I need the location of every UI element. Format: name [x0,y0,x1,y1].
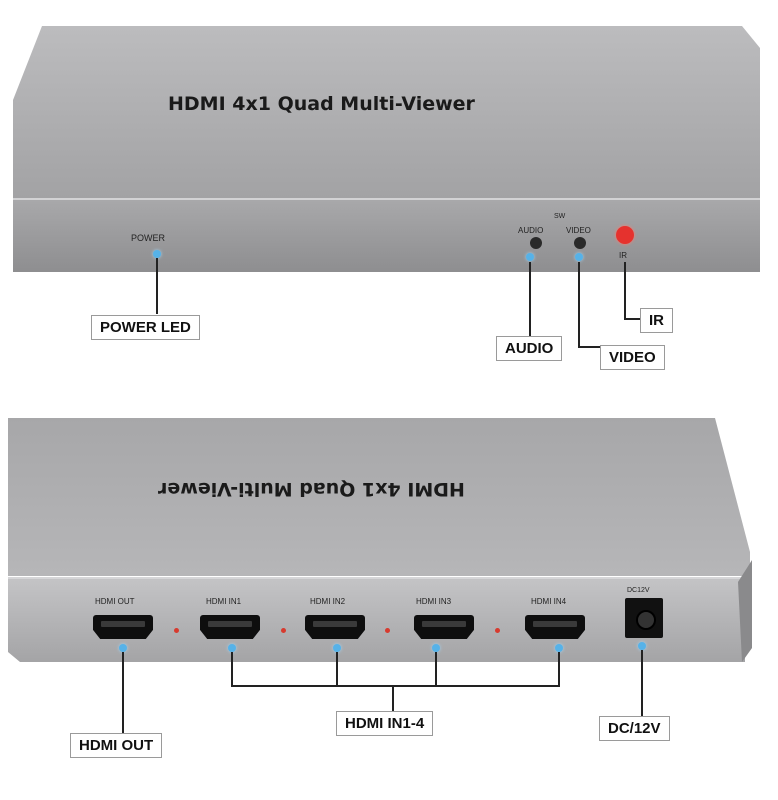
port-label-hdmi-in1: HDMI IN1 [206,597,242,606]
video-line [578,262,580,346]
rear-title: HDMI 4x1 Quad Multi-Viewer [158,478,465,500]
hdmi-in1-indicator [228,644,236,652]
port-led [281,628,286,633]
port-led [495,628,500,633]
port-label-hdmi-in4: HDMI IN4 [531,597,567,606]
in-drop-line [392,685,394,711]
port-label-hdmi-in2: HDMI IN2 [310,597,346,606]
in2-line [336,652,338,686]
sw-label: SW [554,213,566,220]
in-bus-line [231,685,560,687]
ir-line [624,262,626,319]
port-led [385,628,390,633]
dc-line [641,650,643,716]
ir-label: IR [619,251,627,260]
ir-line-h [624,318,640,320]
hdmi-in2-indicator [333,644,341,652]
dc-callout: DC/12V [599,716,670,741]
video-label: VIDEO [566,226,591,235]
hdmi-out-indicator [119,644,127,652]
port-led [174,628,179,633]
rear-device: HDMI 4x1 Quad Multi-Viewer [0,400,778,680]
front-device: HDMI 4x1 Quad Multi-Viewer POWER SW AUDI… [0,0,778,290]
audio-label: AUDIO [518,226,544,235]
audio-led [526,253,534,261]
in1-line [231,652,233,686]
power-led [153,250,161,258]
power-led-line [156,258,158,314]
front-title: HDMI 4x1 Quad Multi-Viewer [168,93,475,115]
hdmi-out-callout: HDMI OUT [70,733,163,758]
dc-label: DC12V [627,587,650,594]
audio-callout: AUDIO [496,336,563,361]
hdmi-in2-port[interactable] [305,615,365,639]
hdmi-in-callout: HDMI IN1-4 [336,711,434,736]
audio-line [529,262,531,338]
video-button[interactable] [574,237,586,249]
hdmi-out-line [122,652,124,734]
dc-indicator [638,642,646,650]
in3-line [435,652,437,686]
hdmi-in4-port[interactable] [525,615,585,639]
hdmi-out-port[interactable] [93,615,153,639]
video-callout: VIDEO [600,345,665,370]
power-label: POWER [131,233,166,243]
hdmi-in4-indicator [555,644,563,652]
hdmi-in3-port[interactable] [414,615,474,639]
video-led [575,253,583,261]
power-led-callout: POWER LED [91,315,200,340]
front-device-shape [13,26,760,272]
dc-jack[interactable] [625,598,663,638]
video-line-h [578,346,600,348]
ir-callout: IR [640,308,673,333]
ir-receiver [616,226,634,244]
port-label-hdmi-out: HDMI OUT [95,597,135,606]
audio-button[interactable] [530,237,542,249]
hdmi-in1-port[interactable] [200,615,260,639]
in4-line [558,652,560,686]
port-label-hdmi-in3: HDMI IN3 [416,597,452,606]
rear-device-shape [8,418,752,662]
hdmi-in3-indicator [432,644,440,652]
